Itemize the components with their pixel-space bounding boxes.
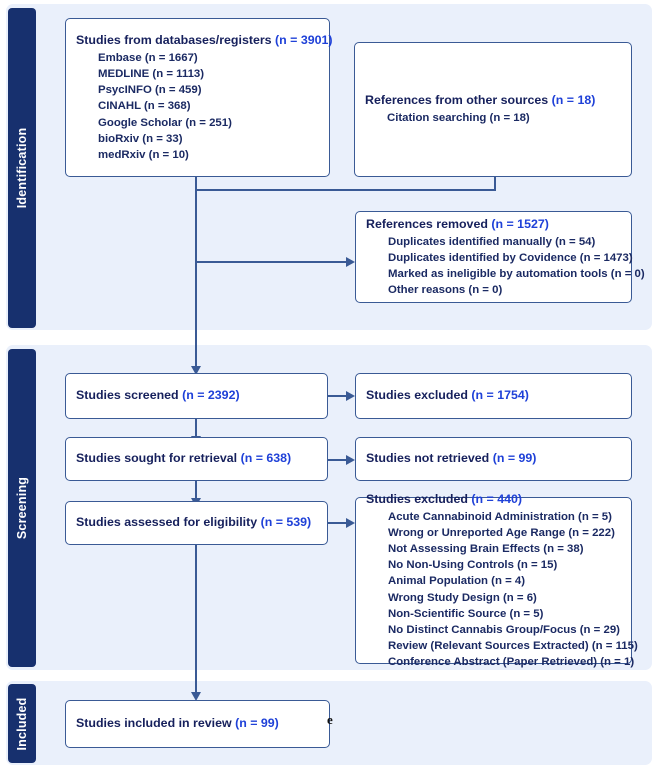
box-studies-excluded-eligibility[interactable]: Studies excluded (n = 440) Acute Cannabi… xyxy=(355,492,638,668)
box-other-sources-items: Citation searching (n = 18) xyxy=(365,110,621,126)
stage-band-included: Included xyxy=(8,684,36,763)
list-item: medRxiv (n = 10) xyxy=(98,148,189,161)
box-databases-registers-items: Embase (n = 1667) MEDLINE (n = 1113) Psy… xyxy=(76,50,319,163)
list-item: No Non-Using Controls (n = 15) xyxy=(388,559,558,572)
box-not-retrieved-count: (n = 99) xyxy=(492,451,537,465)
arrow-into-references-removed xyxy=(346,256,355,267)
list-item: Other reasons (n = 0) xyxy=(388,284,503,297)
list-item: Citation searching (n = 18) xyxy=(387,112,530,125)
box-studies-excluded-screening-count: (n = 1754) xyxy=(471,388,529,402)
box-assessed-eligibility-title-text: Studies assessed for eligibility xyxy=(76,515,258,529)
list-item: Marked as ineligible by automation tools… xyxy=(388,267,645,280)
list-item: Wrong Study Design (n = 6) xyxy=(388,591,537,604)
stray-character-artifact: e xyxy=(327,712,333,727)
box-sought-retrieval[interactable]: Studies sought for retrieval (n = 638) xyxy=(65,437,328,481)
box-not-retrieved[interactable]: Studies not retrieved (n = 99) xyxy=(355,437,632,481)
box-references-removed-items: Duplicates identified manually (n = 54) … xyxy=(366,234,645,299)
box-databases-registers-count: (n = 3901) xyxy=(275,32,333,47)
stage-band-identification-label: Identification xyxy=(15,127,29,209)
stage-band-identification: Identification xyxy=(8,8,36,328)
connector-trunk-identification xyxy=(195,189,197,371)
box-studies-excluded-eligibility-title-text: Studies excluded xyxy=(366,491,468,506)
box-assessed-eligibility[interactable]: Studies assessed for eligibility (n = 53… xyxy=(65,501,328,545)
list-item: Google Scholar (n = 251) xyxy=(98,116,232,129)
connector-to-references-removed xyxy=(196,261,348,263)
box-other-sources-count: (n = 18) xyxy=(551,93,596,108)
arrow-into-included-review xyxy=(190,692,201,701)
list-item: Not Assessing Brain Effects (n = 38) xyxy=(388,542,584,555)
box-other-sources-title-text: References from other sources xyxy=(365,93,549,108)
list-item: Duplicates identified manually (n = 54) xyxy=(388,235,596,248)
box-other-sources-title: References from other sources (n = 18) xyxy=(365,92,621,110)
list-item: Conference Abstract (Paper Retrieved) (n… xyxy=(388,656,635,669)
box-sought-retrieval-title-text: Studies sought for retrieval xyxy=(76,451,238,465)
list-item: MEDLINE (n = 1113) xyxy=(98,68,205,81)
box-assessed-eligibility-count: (n = 539) xyxy=(260,515,312,529)
box-other-sources[interactable]: References from other sources (n = 18) C… xyxy=(354,42,632,177)
box-included-in-review[interactable]: Studies included in review (n = 99) xyxy=(65,700,330,748)
box-sought-retrieval-count: (n = 638) xyxy=(240,451,292,465)
box-included-in-review-count: (n = 99) xyxy=(235,716,279,730)
arrow-into-excluded-screening xyxy=(346,390,355,401)
connector-assessed-to-excluded xyxy=(328,522,348,524)
list-item: CINAHL (n = 368) xyxy=(98,100,191,113)
box-studies-excluded-eligibility-count: (n = 440) xyxy=(471,491,522,506)
box-studies-excluded-screening-title: Studies excluded (n = 1754) xyxy=(366,387,621,405)
box-studies-screened[interactable]: Studies screened (n = 2392) xyxy=(65,373,328,419)
arrow-into-excluded-eligibility xyxy=(346,517,355,528)
box-not-retrieved-title-text: Studies not retrieved xyxy=(366,451,490,465)
list-item: No Distinct Cannabis Group/Focus (n = 29… xyxy=(388,623,620,636)
arrow-into-screened xyxy=(190,366,201,375)
connector-merge-bar xyxy=(195,189,496,191)
box-studies-excluded-eligibility-items: Acute Cannabinoid Administration (n = 5)… xyxy=(366,509,638,671)
box-databases-registers-title: Studies from databases/registers (n = 39… xyxy=(76,32,333,50)
connector-screened-to-sought xyxy=(195,419,197,441)
stage-band-included-label: Included xyxy=(15,697,29,750)
list-item: Acute Cannabinoid Administration (n = 5) xyxy=(388,510,612,523)
connector-sought-to-not-retrieved xyxy=(328,459,348,461)
box-included-in-review-title: Studies included in review (n = 99) xyxy=(76,715,319,733)
connector-screened-to-excluded xyxy=(328,395,348,397)
box-sought-retrieval-title: Studies sought for retrieval (n = 638) xyxy=(76,450,317,468)
box-references-removed[interactable]: References removed (n = 1527) Duplicates… xyxy=(355,211,645,303)
list-item: Animal Population (n = 4) xyxy=(388,575,526,588)
list-item: Non-Scientific Source (n = 5) xyxy=(388,607,544,620)
list-item: bioRxiv (n = 33) xyxy=(98,132,183,145)
box-references-removed-title-text: References removed xyxy=(366,216,488,231)
list-item: Duplicates identified by Covidence (n = … xyxy=(388,251,633,264)
list-item: PsycINFO (n = 459) xyxy=(98,84,202,97)
box-studies-excluded-screening[interactable]: Studies excluded (n = 1754) xyxy=(355,373,632,419)
list-item: Embase (n = 1667) xyxy=(98,51,198,64)
arrow-into-not-retrieved xyxy=(346,454,355,465)
box-studies-excluded-screening-title-text: Studies excluded xyxy=(366,388,468,402)
box-included-in-review-title-text: Studies included in review xyxy=(76,716,232,730)
box-databases-registers[interactable]: Studies from databases/registers (n = 39… xyxy=(65,18,333,177)
box-studies-screened-count: (n = 2392) xyxy=(182,388,240,402)
list-item: Wrong or Unreported Age Range (n = 222) xyxy=(388,526,615,539)
box-references-removed-title: References removed (n = 1527) xyxy=(366,216,621,234)
stage-band-screening-label: Screening xyxy=(15,476,29,540)
stage-band-screening: Screening xyxy=(8,349,36,667)
box-studies-screened-title-text: Studies screened xyxy=(76,388,179,402)
box-references-removed-count: (n = 1527) xyxy=(491,216,549,231)
list-item: Review (Relevant Sources Extracted) (n =… xyxy=(388,640,638,653)
connector-sought-to-assessed xyxy=(195,481,197,503)
box-studies-excluded-eligibility-title: Studies excluded (n = 440) xyxy=(366,491,621,509)
connector-databases-down xyxy=(195,177,197,200)
connector-assessed-to-included xyxy=(195,545,197,697)
connector-other-sources-down xyxy=(494,177,496,190)
box-studies-screened-title: Studies screened (n = 2392) xyxy=(76,387,317,405)
box-databases-registers-title-text: Studies from databases/registers xyxy=(76,32,272,47)
box-assessed-eligibility-title: Studies assessed for eligibility (n = 53… xyxy=(76,514,317,532)
box-not-retrieved-title: Studies not retrieved (n = 99) xyxy=(366,450,621,468)
